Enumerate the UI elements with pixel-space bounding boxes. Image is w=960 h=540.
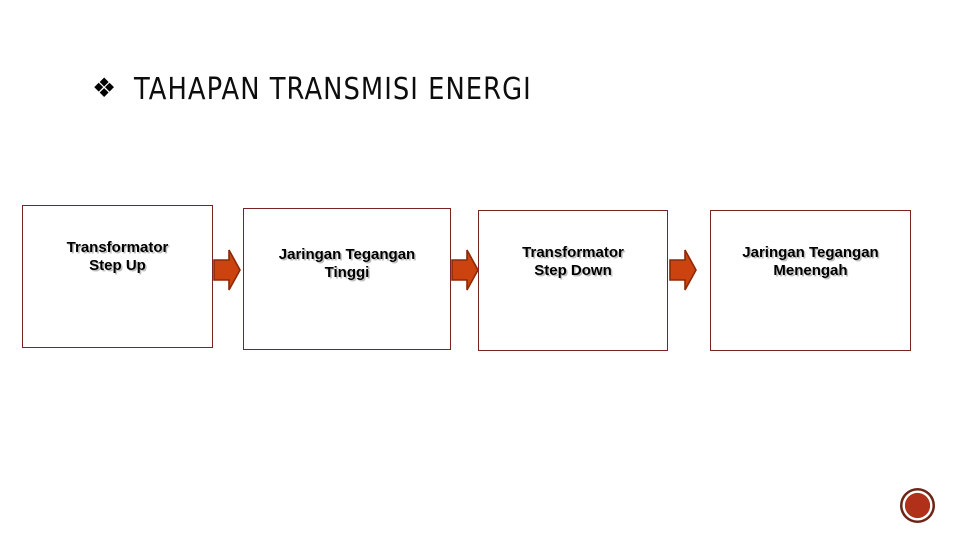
- diamond-bullet-icon: ❖: [92, 73, 117, 104]
- page-title-text: TAHAPAN TRANSMISI ENERGI: [134, 72, 532, 107]
- flow-step-box-3[interactable]: Transformator Step Down: [478, 210, 668, 351]
- flow-step-label-1: Transformator Step Up: [66, 239, 169, 275]
- flow-step-box-1[interactable]: Transformator Step Up: [22, 205, 213, 348]
- flow-step-box-2[interactable]: Jaringan Tegangan Tinggi: [243, 208, 451, 350]
- flow-step-label-4: Jaringan Tegangan Menengah: [742, 244, 879, 280]
- right-block-arrow-icon-3: [668, 247, 698, 293]
- flow-step-label-2: Jaringan Tegangan Tinggi: [278, 246, 416, 282]
- page-title: ❖ TAHAPAN TRANSMISI ENERGI: [92, 74, 597, 106]
- right-block-arrow-icon-2: [450, 247, 480, 293]
- circle-bullet-mark-icon: [899, 487, 936, 524]
- flow-step-label-3: Transformator Step Down: [522, 244, 624, 280]
- right-block-arrow-icon-1: [212, 247, 242, 293]
- flow-step-box-4[interactable]: Jaringan Tegangan Menengah: [710, 210, 911, 351]
